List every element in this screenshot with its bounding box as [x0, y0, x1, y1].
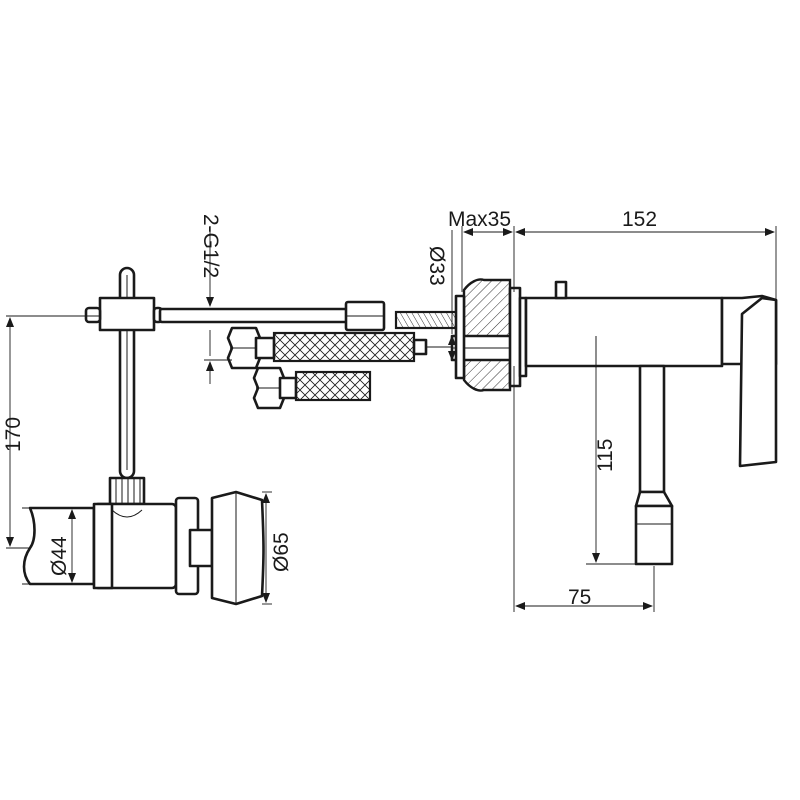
lever-handle: [738, 296, 778, 468]
dimension-lines: [6, 226, 777, 612]
dim-115: 115: [594, 439, 617, 472]
dim-d65: Ø65: [270, 532, 293, 572]
dim-d44: Ø44: [48, 536, 71, 576]
aerator: [634, 504, 674, 566]
valve-stem: [188, 528, 214, 568]
flexible-hoses: [226, 326, 452, 410]
wall-section: [394, 278, 528, 392]
dim-d33: Ø33: [425, 246, 448, 286]
knurled-nut: [108, 476, 146, 506]
spout-taper: [634, 490, 674, 508]
hose-end-upper: [412, 338, 428, 356]
dim-thread: 2-G1/2: [199, 214, 222, 278]
hose-braid-upper: [272, 331, 416, 363]
dim-75: 75: [568, 586, 591, 609]
hose-ferrule-lower: [278, 376, 298, 400]
clamp-screw-left: [84, 306, 102, 324]
faucet-body: [524, 280, 778, 566]
dim-152: 152: [622, 208, 657, 231]
dim-170: 170: [2, 417, 25, 452]
hose-braid-lower: [294, 370, 372, 402]
faucet-spout-body: [524, 296, 724, 368]
hose-ferrule-upper: [254, 336, 276, 360]
clamp-block: [98, 296, 156, 332]
valve-inlet-collar: [92, 502, 114, 590]
dim-max35: Max35: [448, 208, 511, 231]
supply-rod: [158, 307, 352, 324]
clamp-ring-left: [454, 294, 466, 380]
clamp-ring-right: [508, 286, 522, 388]
valve-handle: [210, 490, 265, 606]
spout-tube: [638, 364, 666, 494]
dimension-labels: Max35 152 2-G1/2 Ø33 170 Ø44 Ø65 115 75: [2, 208, 657, 609]
angle-valve-assembly: [22, 266, 386, 606]
faucet-top-pin: [554, 280, 568, 300]
